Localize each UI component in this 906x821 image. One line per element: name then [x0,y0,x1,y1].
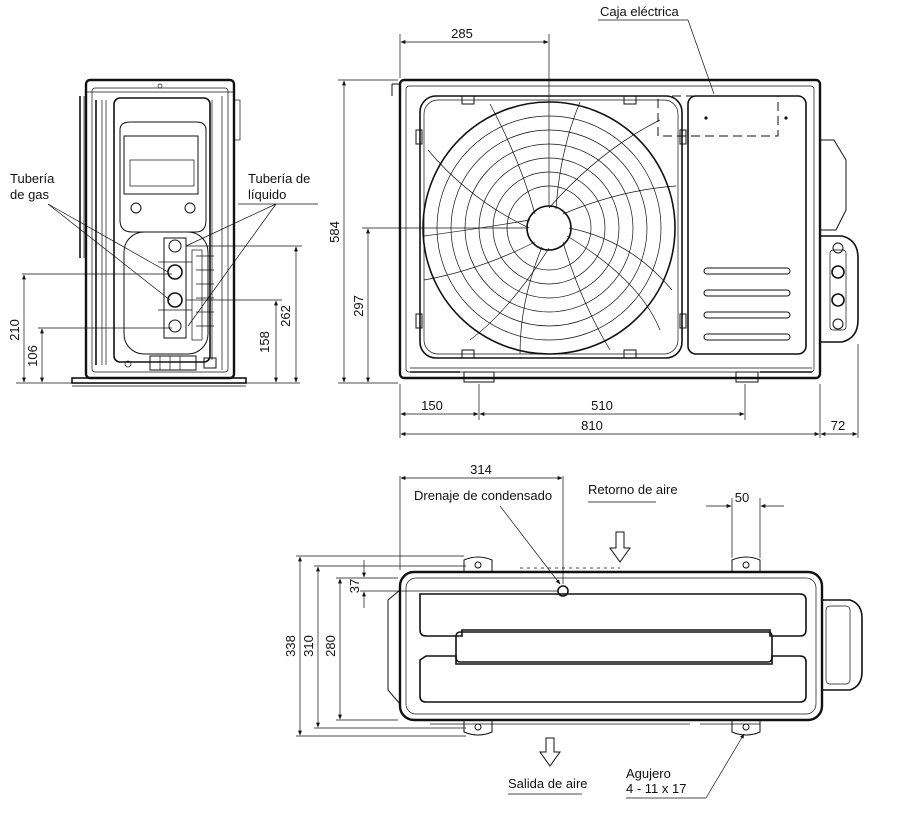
mount-tab-top-right [731,556,761,572]
top-upper-rib [419,593,807,637]
top-view: 314 50 338 310 280 37 Drenaje de condens… [283,462,863,799]
front-foot-right [735,371,759,383]
dim-310: 310 [301,635,316,657]
dim-158: 158 [257,331,272,353]
dim-285: 285 [451,26,473,41]
top-lower-rib [419,655,807,703]
top-middle-rib [455,631,773,663]
side-terminal-block [149,355,197,371]
side-panel [113,97,211,363]
fan-grille-frame [419,95,683,359]
label-tuberia-liquido-1: Tubería de [248,171,310,186]
dim-262: 262 [278,305,293,327]
dim-314: 314 [470,462,492,477]
front-housing [398,78,822,380]
dim-510: 510 [591,398,613,413]
dim-280: 280 [323,635,338,657]
label-agujero-2: 4 - 11 x 17 [626,781,686,796]
air-outlet-arrow [539,737,561,767]
label-tuberia-gas-2: de gas [10,187,50,202]
dim-584: 584 [327,221,342,243]
front-view: 285 584 297 150 510 810 72 Caja eléctric… [327,4,859,438]
top-housing [398,570,824,722]
front-service-panel [687,95,807,355]
dim-810: 810 [581,418,603,433]
front-foot-left [463,371,495,383]
dim-210: 210 [7,319,22,341]
label-tuberia-liquido-2: líquido [248,187,286,202]
top-valve-cover [822,599,863,691]
valve-assembly [158,237,214,341]
dim-72: 72 [831,418,845,433]
side-left-fins [79,96,107,365]
mount-tab-bottom-left [463,720,493,736]
dim-297: 297 [351,295,366,317]
mount-tab-bottom-right [731,720,761,736]
dim-50: 50 [735,490,749,505]
dim-106: 106 [25,345,40,367]
air-return-arrow [609,531,631,563]
dim-150: 150 [421,398,443,413]
fan-hub [526,205,572,251]
electric-box-outline [657,95,779,137]
label-agujero-1: Agujero [626,766,671,781]
front-valve-cover [820,235,859,343]
front-louvers [703,267,791,341]
side-view: 210 106 158 262 Tubería de gas Tubería d… [7,78,318,387]
mount-tab-top-left [463,556,493,572]
label-drenaje: Drenaje de condensado [414,488,552,503]
label-retorno: Retorno de aire [588,482,678,497]
dim-338: 338 [283,635,298,657]
dim-37: 37 [347,579,362,593]
label-tuberia-gas-1: Tubería [10,171,55,186]
label-caja-electrica: Caja eléctrica [600,4,680,19]
side-display-window [123,135,199,195]
side-base [71,377,247,384]
label-salida: Salida de aire [508,776,588,791]
